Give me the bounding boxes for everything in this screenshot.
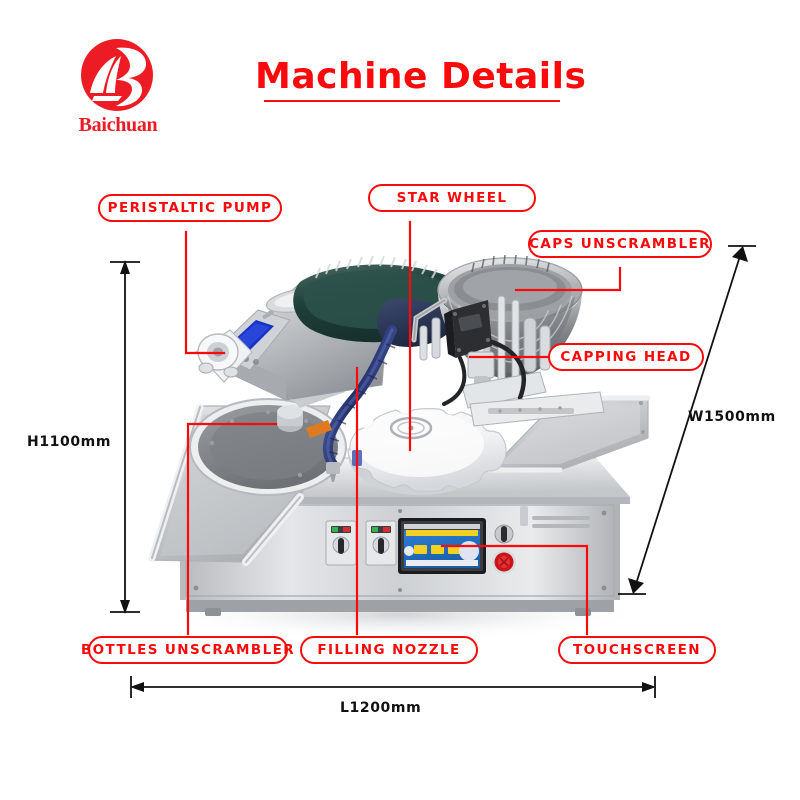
- dimension-width: W1500mm: [688, 409, 776, 425]
- callout-peristaltic-pump[interactable]: PERISTALTIC PUMP: [98, 194, 282, 222]
- callout-filling-nozzle[interactable]: FILLING NOZZLE: [300, 636, 478, 664]
- page-title: Machine Details: [255, 56, 587, 97]
- callout-touchscreen[interactable]: TOUCHSCREEN: [558, 636, 716, 664]
- brand-logo: Baichuan: [62, 38, 177, 143]
- callout-label: STAR WHEEL: [396, 190, 508, 206]
- callout-label: CAPPING HEAD: [560, 349, 692, 365]
- callout-star-wheel[interactable]: STAR WHEEL: [368, 184, 536, 212]
- callout-label: PERISTALTIC PUMP: [107, 200, 273, 216]
- callout-label: BOTTLES UNSCRAMBLER: [80, 642, 296, 658]
- callout-capping-head[interactable]: CAPPING HEAD: [548, 343, 704, 371]
- dimension-length: L1200mm: [340, 700, 422, 716]
- callout-label: FILLING NOZZLE: [317, 642, 461, 658]
- brand-name: Baichuan: [78, 114, 158, 136]
- dimension-height: H1100mm: [27, 434, 112, 450]
- callout-label: TOUCHSCREEN: [572, 642, 702, 658]
- callout-label: CAPS UNSCRAMBLER: [529, 236, 711, 252]
- title-underline: [264, 100, 560, 102]
- baichuan-sail-logo-icon: [81, 39, 153, 111]
- callout-caps-unscrambler[interactable]: CAPS UNSCRAMBLER: [528, 230, 712, 258]
- callout-bottles-unscrambler[interactable]: BOTTLES UNSCRAMBLER: [81, 636, 294, 664]
